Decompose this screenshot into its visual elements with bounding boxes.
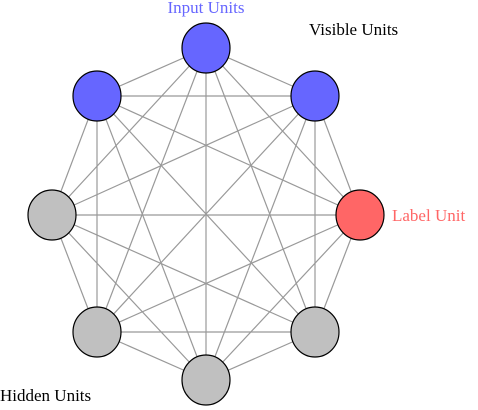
edge-input-top-hidden-lower-left	[96, 47, 207, 333]
node-input-right	[290, 70, 340, 122]
nodes-group	[27, 22, 385, 406]
node-label	[335, 189, 385, 241]
node-hidden-left	[27, 189, 77, 241]
edge-label-hidden-lower-left	[96, 214, 361, 333]
hidden-units-label: Hidden Units	[0, 386, 91, 405]
edge-hidden-bottom-input-left	[96, 95, 207, 381]
edge-input-top-hidden-lower-right	[205, 47, 316, 333]
node-hidden-bottom	[181, 354, 231, 406]
edge-hidden-lower-right-input-left	[96, 95, 316, 333]
edge-input-right-hidden-left	[51, 95, 316, 216]
node-input-left	[72, 70, 122, 122]
node-hidden-lower-right	[290, 306, 340, 358]
edge-input-right-hidden-bottom	[205, 95, 316, 381]
edge-hidden-bottom-hidden-left	[51, 214, 207, 381]
input-units-label: Input Units	[168, 0, 245, 17]
visible-units-label: Visible Units	[309, 20, 398, 39]
edge-label-input-left	[96, 95, 361, 216]
node-input-top	[181, 22, 231, 74]
edge-hidden-lower-right-hidden-left	[51, 214, 316, 333]
label-unit-label: Label Unit	[392, 206, 465, 225]
node-hidden-lower-left	[72, 306, 122, 358]
